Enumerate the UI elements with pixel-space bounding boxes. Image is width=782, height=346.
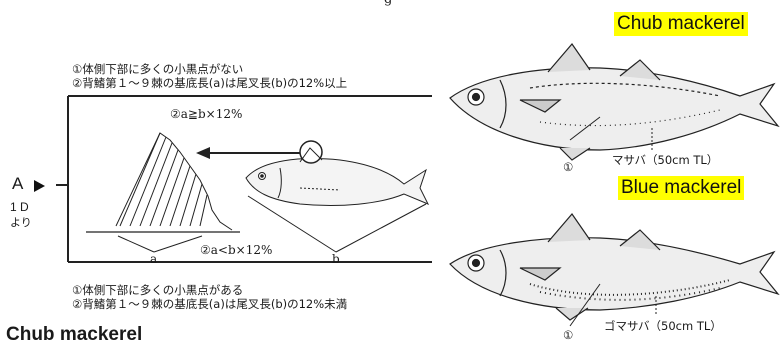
chub-mackerel-marker: ①	[563, 160, 573, 174]
measure-b-label: b	[332, 252, 340, 266]
lower-formula: ②a<b×12%	[200, 243, 272, 257]
blue-mackerel-highlight: Blue mackerel	[618, 176, 744, 200]
measure-a-line-right	[154, 236, 202, 252]
side-label-line1: 1 D	[10, 200, 29, 214]
lower-criteria-line1: ①体側下部に多くの小黒点がある	[72, 283, 243, 297]
chub-mackerel-caption: マサバ（50cm TL）	[612, 152, 718, 168]
side-label-line2: より	[10, 214, 32, 230]
leftward-arrow-icon	[196, 147, 300, 159]
side-label-letter: A	[12, 174, 23, 194]
small-fish-illustration	[246, 148, 428, 206]
measure-a-line-left	[118, 236, 154, 252]
arrow-right-icon	[34, 180, 45, 192]
chub-mackerel-highlight: Chub mackerel	[614, 12, 748, 36]
upper-criteria-line2: ②背鰭第１〜９棘の基底長(a)は尾叉長(b)の12%以上	[72, 76, 347, 90]
blue-mackerel-caption: ゴマサバ（50cm TL）	[604, 318, 722, 334]
chub-mackerel-illustration	[450, 44, 778, 160]
dorsal-fin-closeup	[86, 133, 240, 252]
upper-criteria-line1: ①体側下部に多くの小黒点がない	[72, 62, 243, 76]
top-fragment-text: g	[384, 0, 392, 7]
blue-mackerel-illustration	[450, 214, 778, 326]
lower-criteria-line2: ②背鰭第１〜９棘の基底長(a)は尾叉長(b)の12%未満	[72, 297, 347, 311]
measure-a-label: a	[150, 252, 157, 266]
upper-formula: ②a≧b×12%	[170, 107, 242, 121]
blue-mackerel-marker: ①	[563, 328, 573, 342]
